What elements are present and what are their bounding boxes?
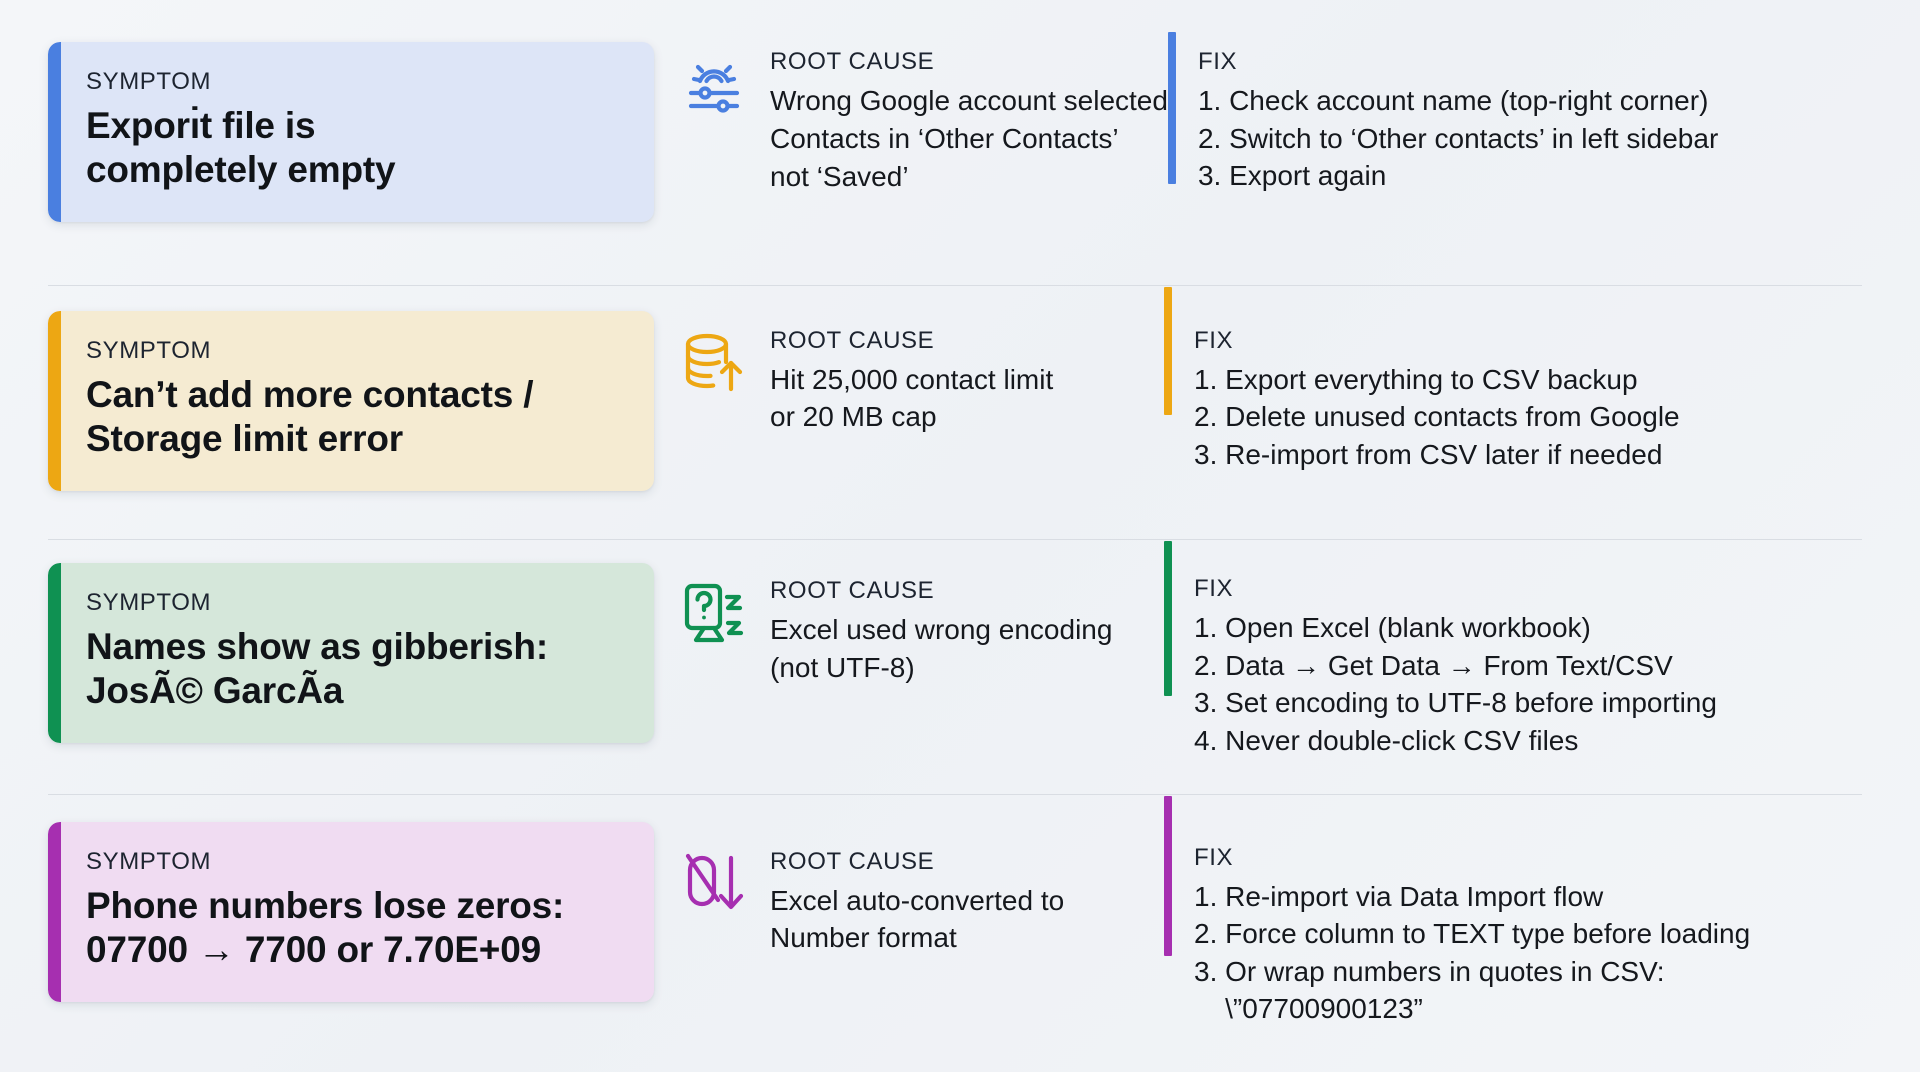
fix-accent-bar [1164,286,1172,415]
fix-step: 1. Re-import via Data Import flow [1194,880,1604,912]
root-cause-line: (not UTF-8) [770,651,915,683]
symptom-card-4: SYMPTOM Phone numbers lose zeros: 07700 … [48,821,654,1002]
card-accent-bar [48,42,61,223]
issue-row-2: SYMPTOM Can’t add more contacts / Storag… [48,284,1872,540]
symptom-title: Can’t add more contacts / Storage limit … [86,373,624,461]
unknown-glyph-icon [676,575,752,651]
fix-label: FIX [1197,48,1238,75]
fix-step: \”07700900123” [1194,993,1423,1025]
symptom-title-line: 07700 → 7700 or 7.70E+09 [86,928,541,970]
symptom-title: Phone numbers lose zeros: 07700 → 7700 o… [86,884,624,972]
fix-step: 2. Data → Get Data → From Text/CSV [1194,649,1673,681]
fix-step: 4. Never double-click CSV files [1194,724,1579,756]
fix-step: 3. Re-import from CSV later if needed [1194,438,1663,470]
symptom-title-line: Names show as gibberish: [86,626,548,667]
root-cause-label: ROOT CAUSE [770,48,935,75]
root-cause-block-2: ROOT CAUSE Hit 25,000 contact limit or 2… [654,285,1164,437]
symptom-title-line: Storage limit error [86,417,403,459]
fix-label: FIX [1194,326,1234,354]
fix-accent-bar [1164,795,1172,956]
issue-row-3: SYMPTOM Names show as gibberish: JosÃ© G… [48,539,1872,794]
fix-step: 1. Export everything to CSV backup [1194,363,1638,395]
fix-label: FIX [1194,575,1234,602]
root-cause-line: Excel used wrong encoding [770,614,1113,645]
fix-step: 3. Set encoding to UTF-8 before importin… [1194,687,1717,719]
fix-accent-bar [1167,32,1176,184]
root-cause-line: Excel auto-converted to [770,884,1065,916]
card-accent-bar [48,563,61,744]
symptom-card-1: SYMPTOM Exporı̇t file is completely empt… [48,42,654,223]
fix-step: 2. Switch to ‘Other contacts’ in left si… [1197,122,1719,154]
symptom-card-2: SYMPTOM Can’t add more contacts / Storag… [48,310,654,491]
database-upload-icon [676,325,752,401]
fix-step: 3. Or wrap numbers in quotes in CSV: [1194,955,1665,987]
symptom-title: Exporı̇t file is completely empty [86,104,624,192]
symptom-label: SYMPTOM [86,847,212,875]
root-cause-block-1: ROOT CAUSE Wrong Google account selected… [654,30,1168,195]
root-cause-line: Number format [770,922,957,954]
fix-block-4: FIX 1. Re-import via Data Import flow 2.… [1164,794,1872,1028]
symptom-title-line: JosÃ© GarcÃ­a [86,670,344,712]
root-cause-line: not ‘Saved’ [770,160,909,192]
root-cause-label: ROOT CAUSE [770,326,935,354]
fix-step: 3. Export again [1197,160,1387,192]
root-cause-block-4: ROOT CAUSE Excel auto-converted to Numbe… [654,794,1164,958]
issue-row-4: SYMPTOM Phone numbers lose zeros: 07700 … [48,793,1872,1049]
root-cause-text-4: ROOT CAUSE Excel auto-converted to Numbe… [770,846,1064,958]
root-cause-line: Wrong Google account selected [770,85,1168,116]
fix-block-1: FIX 1. Check account name (top-right cor… [1167,30,1872,195]
root-cause-line: Contacts in ‘Other Contacts’ [770,122,1119,154]
card-accent-bar [48,310,61,491]
fix-step: 2. Delete unused contacts from Google [1194,401,1680,433]
fix-block-3: FIX 1. Open Excel (blank workbook) 2. Da… [1164,539,1872,759]
symptom-title-line: Exporı̇t file is [86,105,316,146]
fix-step: 1. Open Excel (blank workbook) [1194,612,1591,643]
fix-accent-bar [1164,541,1172,696]
card-accent-bar [48,821,61,1002]
issue-row-1: SYMPTOM Exporı̇t file is completely empt… [48,30,1872,285]
root-cause-line: Hit 25,000 contact limit [770,363,1054,395]
fix-block-2: FIX 1. Export everything to CSV backup 2… [1164,285,1872,474]
symptom-label: SYMPTOM [86,336,212,364]
root-cause-text-3: ROOT CAUSE Excel used wrong encoding (no… [770,575,1112,687]
symptom-label: SYMPTOM [86,68,212,95]
fix-step: 2. Force column to TEXT type before load… [1194,918,1751,950]
settings-sliders-icon [676,46,752,122]
symptom-title-line: Phone numbers lose zeros: [86,884,565,926]
root-cause-label: ROOT CAUSE [770,847,935,875]
symptom-title: Names show as gibberish: JosÃ© GarcÃ­a [86,625,624,713]
symptom-label: SYMPTOM [86,589,212,616]
root-cause-text-1: ROOT CAUSE Wrong Google account selected… [770,46,1168,195]
root-cause-text-2: ROOT CAUSE Hit 25,000 contact limit or 2… [770,325,1053,437]
root-cause-block-3: ROOT CAUSE Excel used wrong encoding (no… [654,539,1164,687]
symptom-title-line: Can’t add more contacts / [86,373,534,415]
root-cause-line: or 20 MB cap [770,401,937,433]
symptom-title-line: completely empty [86,149,396,191]
fix-step: 1. Check account name (top-right corner) [1197,85,1709,116]
root-cause-label: ROOT CAUSE [770,577,935,604]
zero-stripped-arrow-icon [676,846,752,922]
symptom-card-3: SYMPTOM Names show as gibberish: JosÃ© G… [48,563,654,744]
fix-label: FIX [1194,843,1234,871]
